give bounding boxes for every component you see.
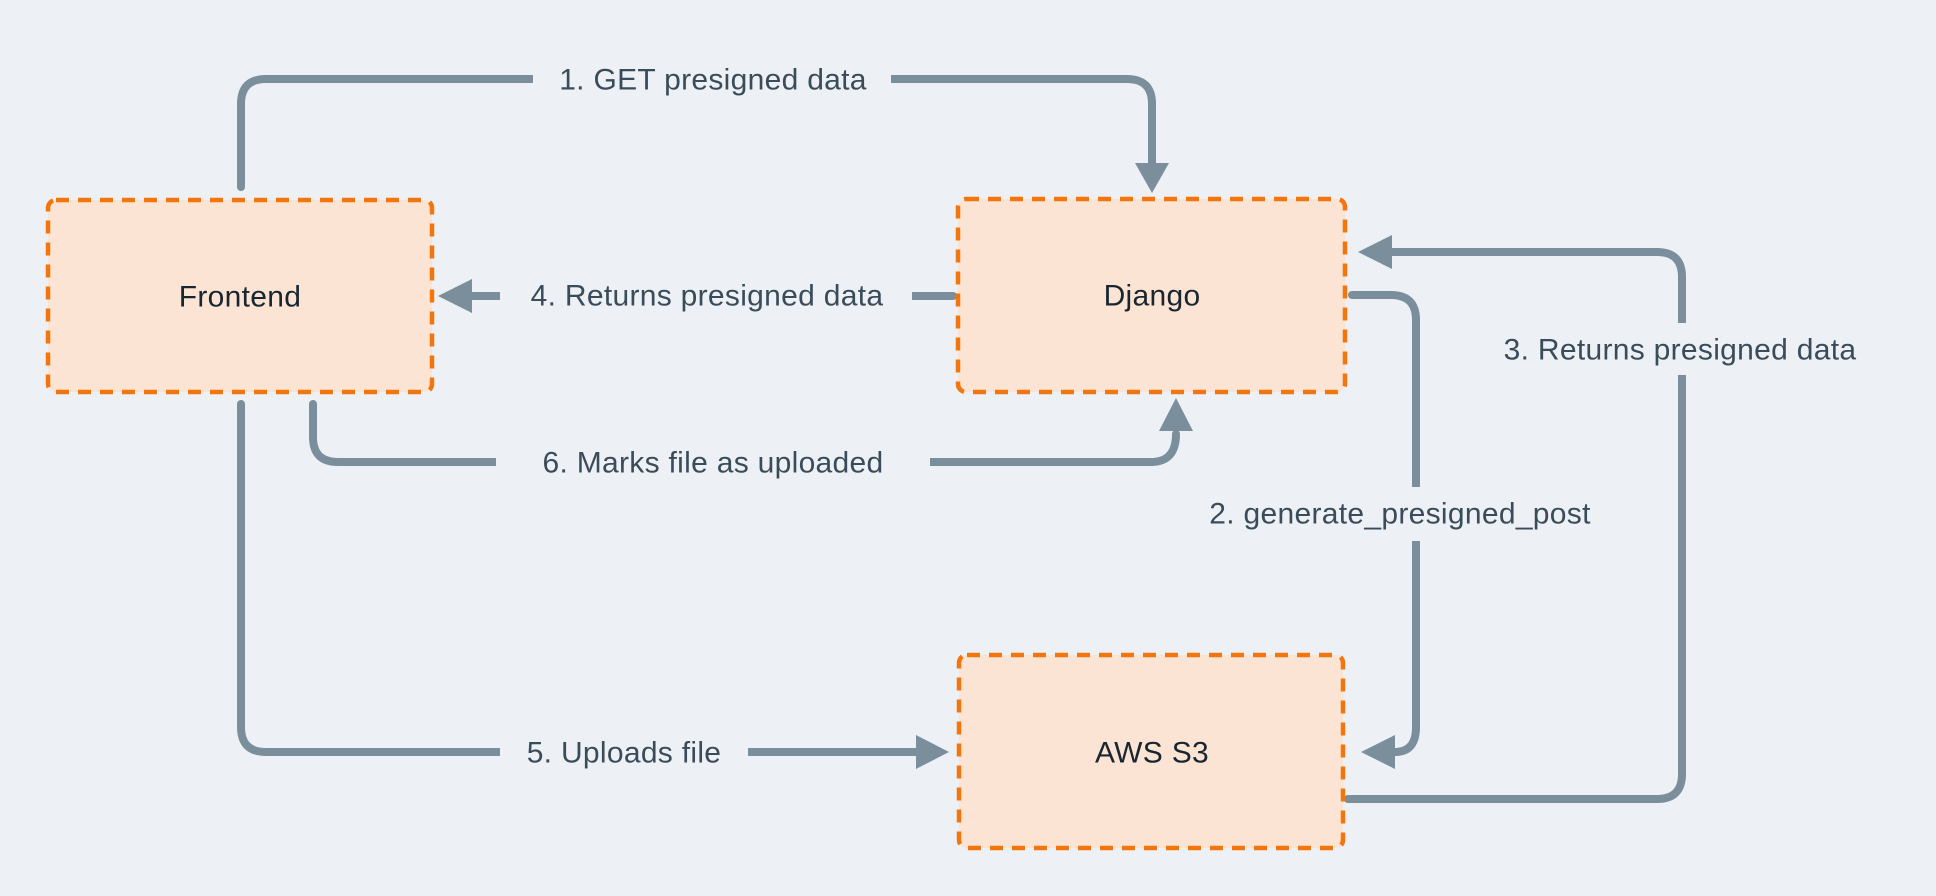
edge-1-label-bg bbox=[533, 58, 891, 100]
edge-2-label-bg bbox=[1190, 487, 1610, 541]
edge-1-arrowhead bbox=[1135, 163, 1169, 193]
edge-5-path bbox=[237, 400, 921, 756]
edge-2-path bbox=[1348, 291, 1420, 756]
edge-6-path bbox=[309, 400, 1180, 466]
edge-3-label: 3. Returns presigned data bbox=[1504, 334, 1857, 367]
edge-3-arrowhead bbox=[1358, 235, 1392, 269]
edge-1-label: 1. GET presigned data bbox=[559, 64, 867, 97]
django-node-box bbox=[955, 196, 1348, 395]
aws-s3-node-label: AWS S3 bbox=[1095, 737, 1209, 770]
edge-5-arrowhead bbox=[916, 735, 949, 769]
edge-4-label: 4. Returns presigned data bbox=[531, 280, 884, 313]
node-group: Frontend Django AWS S3 bbox=[45, 196, 1348, 851]
edge-6-label: 6. Marks file as uploaded bbox=[542, 447, 883, 480]
edge-6-arrowhead bbox=[1159, 398, 1193, 431]
edge-5-label: 5. Uploads file bbox=[527, 737, 722, 770]
frontend-node-box bbox=[45, 197, 435, 395]
edge-6-label-bg bbox=[496, 441, 930, 483]
edge-2-label: 2. generate_presigned_post bbox=[1209, 498, 1591, 531]
aws-s3-node-box bbox=[956, 652, 1346, 851]
edge-4-label-bg bbox=[500, 274, 912, 318]
django-node-label: Django bbox=[1104, 280, 1201, 313]
frontend-node-label: Frontend bbox=[179, 281, 301, 314]
edge-3-path bbox=[1344, 248, 1686, 803]
edge-3-label-bg bbox=[1470, 323, 1890, 375]
edge-2-arrowhead bbox=[1361, 735, 1395, 769]
edge-4-arrowhead bbox=[438, 279, 472, 313]
edge-5-label-bg bbox=[500, 731, 748, 773]
edge-label-group: 1. GET presigned data 4. Returns presign… bbox=[496, 58, 1890, 773]
